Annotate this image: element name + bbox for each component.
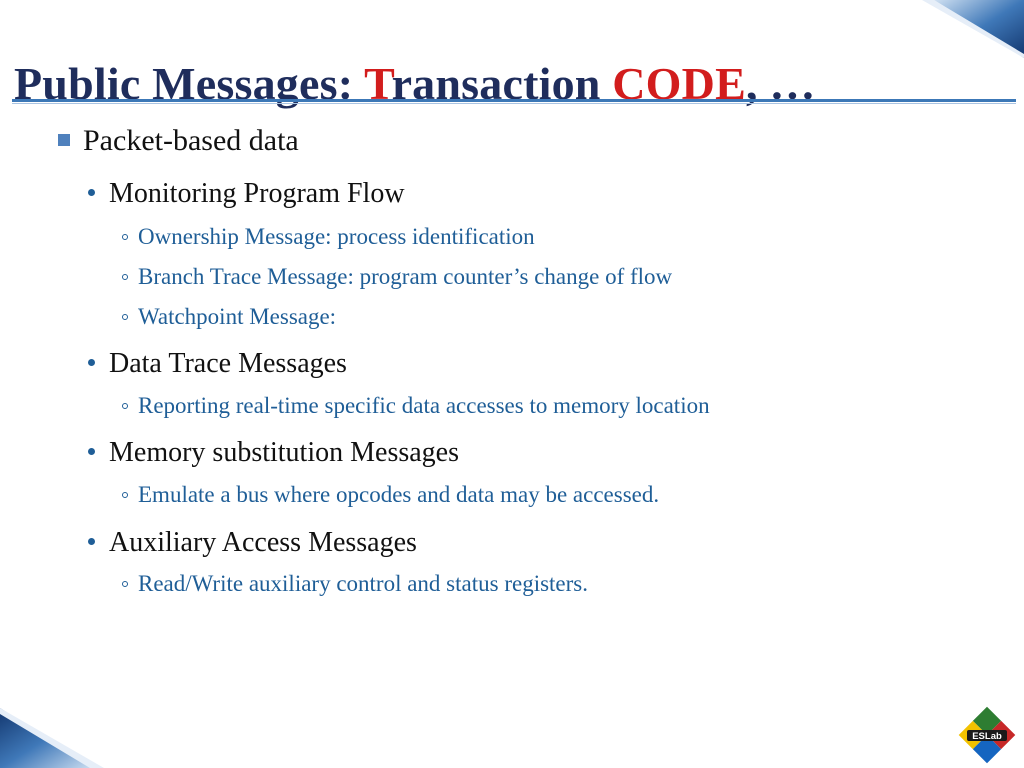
dot-bullet-icon [88,448,95,455]
dot-bullet-icon [88,538,95,545]
bullet-text: Monitoring Program Flow [109,178,405,209]
ring-bullet-icon [122,492,128,498]
eslab-logo-icon: ESLab [958,706,1016,764]
ring-bullet-icon [122,403,128,409]
ring-bullet-icon [122,234,128,240]
bullet-text: Ownership Message: process identificatio… [138,224,535,249]
bullet-text: Emulate a bus where opcodes and data may… [138,482,660,507]
ring-bullet-icon [122,581,128,587]
bullet-text: Reporting real-time specific data access… [138,393,710,418]
corner-decoration-top-right [922,0,1024,58]
logo-text: ESLab [972,731,1002,742]
bullet-text: Memory substitution Messages [109,437,459,468]
dot-bullet-icon [88,359,95,366]
bullet-level-3: Branch Trace Message: program counter’s … [122,264,672,290]
bullet-text: Auxiliary Access Messages [109,527,417,558]
bullet-level-3: Read/Write auxiliary control and status … [122,571,588,597]
title-underline-shadow [12,103,1016,104]
square-bullet-icon [58,134,70,146]
bullet-text: Packet-based data [83,124,299,157]
bullet-text: Branch Trace Message: program counter’s … [138,264,673,289]
bullet-level-2: Auxiliary Access Messages [88,527,417,559]
bullet-text: Read/Write auxiliary control and status … [138,571,588,596]
ring-bullet-icon [122,314,128,320]
dot-bullet-icon [88,189,95,196]
bullet-level-2: Monitoring Program Flow [88,178,405,210]
bullet-level-1: Packet-based data [58,124,299,158]
bullet-level-3: Ownership Message: process identificatio… [122,224,535,250]
title-underline [12,99,1016,102]
bullet-level-3: Reporting real-time specific data access… [122,393,710,419]
bullet-text: Watchpoint Message: [138,304,337,329]
bullet-level-3: Watchpoint Message: [122,304,336,330]
bullet-level-2: Data Trace Messages [88,348,347,380]
bullet-level-3: Emulate a bus where opcodes and data may… [122,482,659,508]
corner-decoration-bottom-left [0,708,104,768]
bullet-level-2: Memory substitution Messages [88,437,459,469]
bullet-text: Data Trace Messages [109,348,347,379]
ring-bullet-icon [122,274,128,280]
